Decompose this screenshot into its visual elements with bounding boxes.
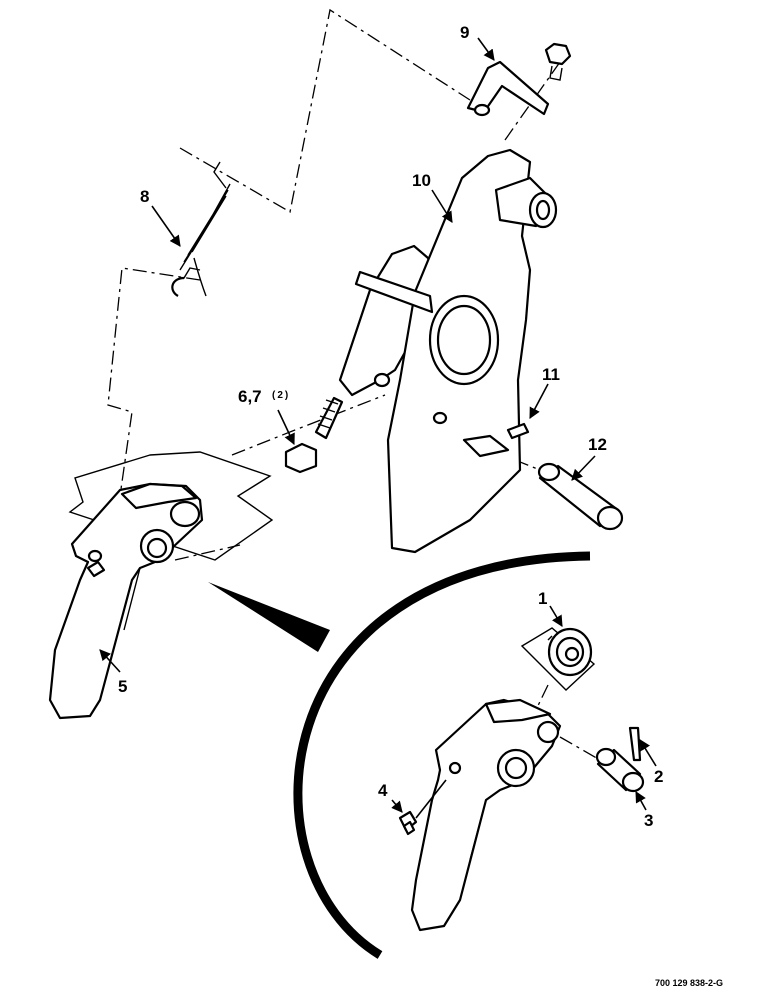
set-screw-part-11 — [506, 422, 530, 440]
callout-11: 11 — [542, 365, 560, 384]
bolt-part-6-7 — [284, 396, 344, 474]
callout-9: 9 — [460, 23, 469, 42]
spring-part-8 — [171, 161, 231, 297]
pivot-arm-outline — [68, 451, 274, 561]
bearing-part-1 — [520, 627, 596, 691]
assembly-centerlines — [107, 8, 601, 761]
figure-id: 700 129 838-2-G — [655, 978, 723, 988]
pivot-arm-part-5 — [48, 482, 204, 720]
callout-2: 2 — [654, 767, 663, 786]
bracket-part-9 — [466, 60, 550, 117]
callout-4: 4 — [378, 781, 388, 800]
callout-labels: 9 10 8 6,7 (2) 11 12 5 1 2 3 4 — [118, 23, 663, 830]
callout-10: 10 — [412, 171, 431, 190]
detail-view-indicator — [208, 551, 591, 959]
callout-3: 3 — [644, 811, 653, 830]
grease-fitting-part-4 — [398, 810, 418, 836]
callout-5: 5 — [118, 677, 127, 696]
nut-part — [544, 42, 572, 81]
pin-part-12 — [537, 462, 624, 531]
callout-12: 12 — [588, 435, 607, 454]
callout-8: 8 — [140, 187, 149, 206]
callout-6-7-qty: (2) — [272, 390, 290, 401]
roll-pin-part-2 — [628, 726, 642, 762]
pivot-arm-detail — [410, 698, 562, 932]
leader-lines — [99, 37, 657, 819]
pin-part-3 — [595, 747, 645, 793]
callout-1: 1 — [538, 589, 547, 608]
main-plate-part-10 — [338, 148, 558, 554]
callout-6-7: 6,7 — [238, 387, 262, 406]
